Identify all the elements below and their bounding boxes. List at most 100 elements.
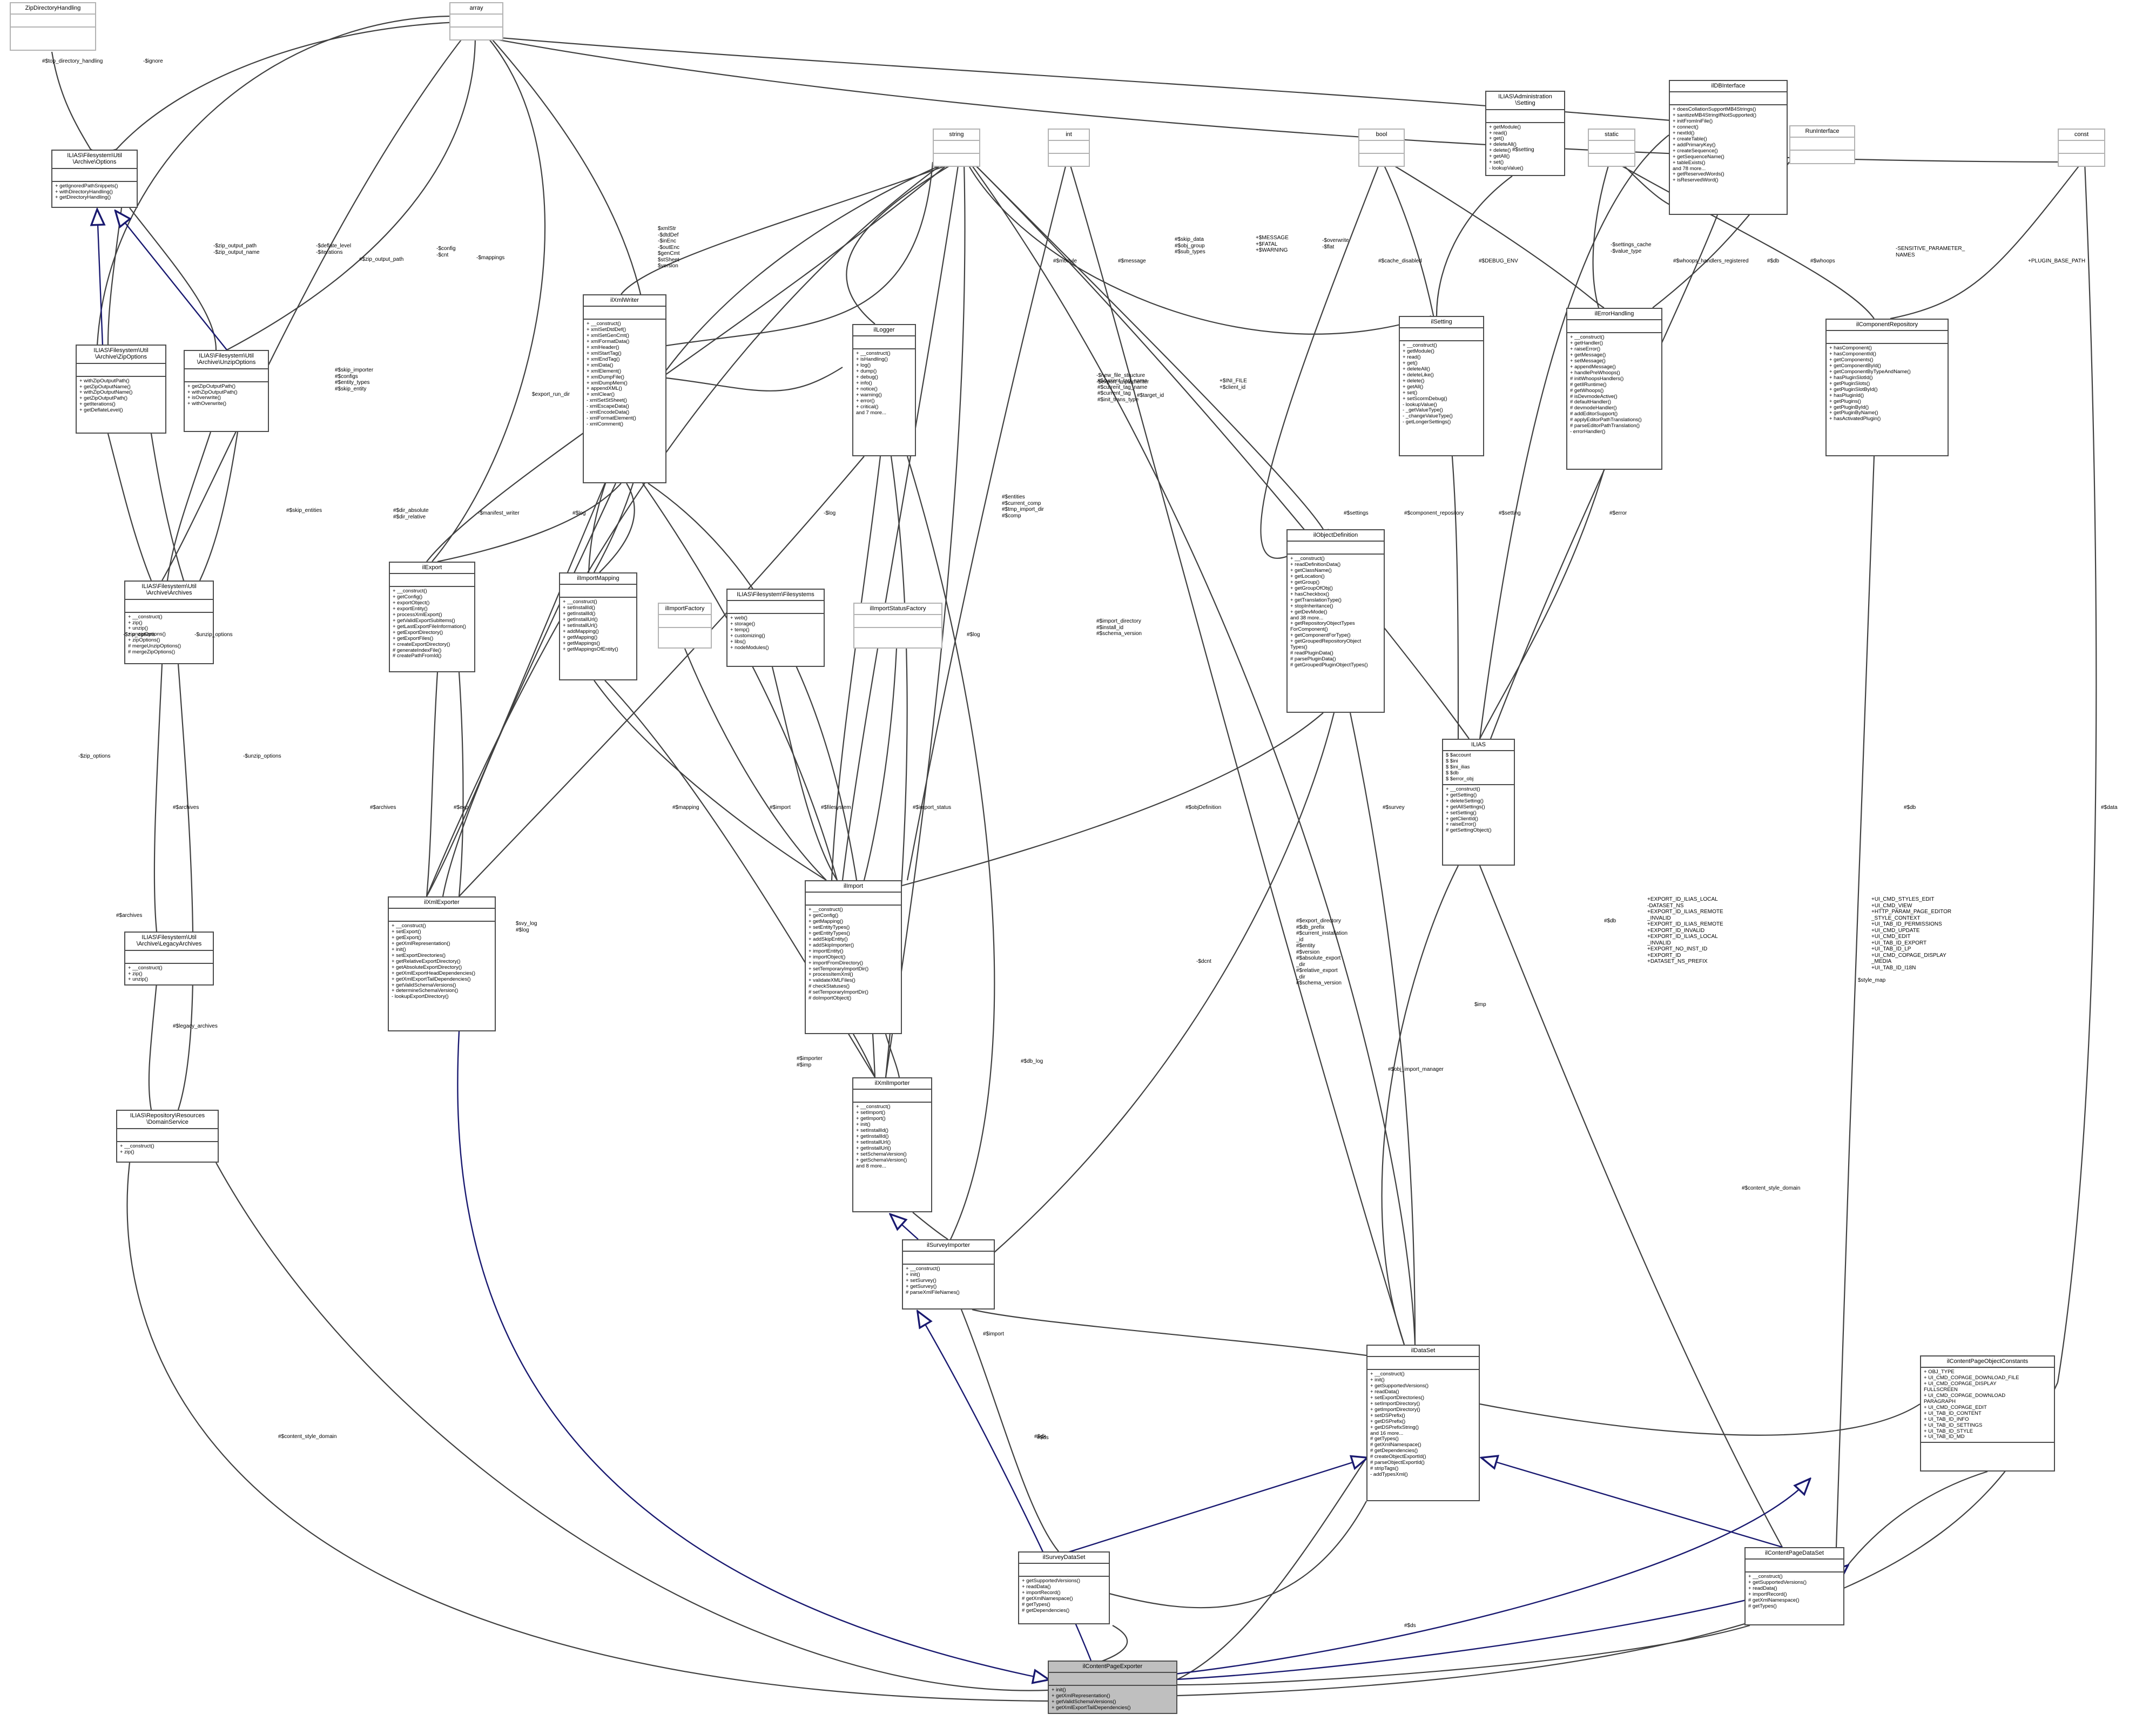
edge-label: #$exp	[454, 805, 469, 811]
operation-row: + customizing()	[730, 633, 765, 639]
edge-label: #$archives	[370, 805, 396, 811]
class-box-ilobjectdefinition[interactable]: ilObjectDefinition+ __construct()+ readD…	[1286, 529, 1385, 713]
operation-row: + getZipOutputName()	[79, 383, 131, 390]
edge-label: #$target_id	[1137, 393, 1164, 399]
edge-label: #$importer #$imp	[797, 1056, 823, 1068]
operation-row: # readPluginData()	[1290, 650, 1333, 657]
edge-label: #$export_directory #$db_prefix #$current…	[1296, 918, 1348, 986]
class-attributes	[806, 893, 901, 906]
operation-row: + withZipOutputName()	[79, 389, 133, 396]
operation-row: + getDSPrefixString()	[1370, 1424, 1419, 1430]
class-box-ilimportstatusfactory[interactable]: ilImportStatusFactory	[853, 603, 942, 649]
operation-row: + set()	[1489, 159, 1504, 166]
edge-label: #$setting	[1512, 147, 1534, 153]
class-box-ilcontentpageexporter[interactable]: ilContentPageExporter+ init()+ getXmlRep…	[1048, 1661, 1177, 1714]
class-box-string[interactable]: string	[933, 129, 980, 167]
operation-row: + getComponentByTypeAndName()	[1829, 369, 1911, 375]
class-box-archivearchives[interactable]: ILIAS\Filesystem\Util \Archive\Archives +…	[124, 581, 214, 664]
operation-row: + addSkipImporter()	[809, 942, 854, 948]
class-box-ilrepositorydomain[interactable]: ILIAS\Repository\Resources \DomainServic…	[116, 1110, 219, 1163]
operation-row: # getXmlNamespace()	[1370, 1442, 1421, 1448]
class-title: ILIAS\Filesystem\Util \Archive\Archives	[125, 582, 213, 600]
class-box-ilerrorhandling[interactable]: ilErrorHandling+ __construct()+ getHandl…	[1566, 308, 1662, 470]
class-box-static[interactable]: static	[1588, 129, 1635, 167]
class-box-zipdirhandling[interactable]: ZipDirectoryHandling	[10, 2, 96, 51]
operation-row: + __construct()	[128, 613, 163, 620]
operation-row: - xmlComment()	[587, 421, 624, 427]
class-attributes	[450, 15, 502, 28]
class-box-ilcomponentrepository[interactable]: ilComponentRepository+ hasComponent()+ h…	[1825, 319, 1949, 456]
class-box-ilxmlexporter[interactable]: ilXmlExporter+ __construct()+ setExport(…	[388, 896, 496, 1031]
class-attributes	[117, 1129, 218, 1142]
class-attributes	[854, 615, 941, 629]
class-box-ilsurveyimporter[interactable]: ilSurveyImporter+ __construct()+ init()+…	[902, 1239, 995, 1310]
operation-row: + __construct()	[856, 350, 891, 357]
class-operations	[1921, 1443, 2054, 1455]
class-box-int[interactable]: int	[1048, 129, 1090, 167]
operation-row: - lookupExportDirectory()	[392, 994, 449, 1000]
class-box-ildataset[interactable]: ilDataSet+ __construct()+ init()+ getSup…	[1366, 1345, 1480, 1501]
class-box-zipoptions[interactable]: ILIAS\Filesystem\Util \Archive\ZipOption…	[76, 345, 166, 434]
class-box-ilsettingadmin[interactable]: ILIAS\Administration \Setting+ getModule…	[1485, 91, 1565, 176]
operation-row: # parseEditorPathTranslation()	[1570, 423, 1640, 429]
class-title: ILIAS\Filesystem\Util \Archive\LegacyArc…	[125, 933, 213, 951]
class-box-unzipoptions[interactable]: ILIAS\Filesystem\Util \Archive\UnzipOpti…	[184, 350, 269, 432]
operation-row: + getDSPrefix()	[1370, 1418, 1406, 1425]
edge-label: #$dir_absolute #$dir_relative	[393, 508, 429, 520]
operation-row: + delete()	[1489, 147, 1511, 154]
operation-row: + getXmlExportTailDependencies()	[1052, 1705, 1131, 1711]
class-operations: + getSupportedVersions()+ readData()+ im…	[1019, 1577, 1109, 1616]
class-box-ilimportfactory[interactable]: ilImportFactory	[658, 603, 712, 649]
operation-row: and 7 more...	[856, 409, 886, 416]
class-operations: + hasComponent()+ hasComponentId()+ getC…	[1827, 344, 1948, 424]
class-box-ilimportmapping[interactable]: ilImportMapping+ __construct()+ setInsta…	[559, 572, 637, 680]
class-box-ildbinterface[interactable]: ilDBInterface+ doesCollationSupportMB4St…	[1669, 80, 1788, 215]
operation-row: + storage()	[730, 621, 756, 627]
operation-row: + isOverwrite()	[187, 395, 221, 401]
class-box-ilsurveydataset[interactable]: ilSurveyDataSet+ getSupportedVersions()+…	[1018, 1551, 1110, 1624]
class-box-ilias[interactable]: ILIAS$ $account$ $ini$ $ini_ilias$ $db$ …	[1442, 739, 1515, 866]
class-box-ilfilesystems[interactable]: ILIAS\Filesystem\Filesystems+ web()+ sto…	[726, 589, 825, 667]
class-box-ilcontentpageobjconst[interactable]: ilContentPageObjectConstants+ OBJ_TYPE+ …	[1920, 1355, 2055, 1472]
operation-row: + getImport()	[856, 1116, 886, 1122]
class-operations: + getIgnoredPathSnippets()+ withDirector…	[52, 182, 137, 203]
operation-row: + setSchemaVersion()	[856, 1151, 907, 1157]
operation-row: + __construct()	[128, 964, 163, 971]
operation-row: + sanitizeMB4StringIfNotSupported()	[1673, 112, 1756, 119]
class-operations: + __construct()+ setExport()+ getExport(…	[389, 922, 495, 1002]
edge-label: #$import	[983, 1331, 1004, 1337]
class-box-illogger[interactable]: ilLogger+ __construct()+ isHandling()+ l…	[852, 324, 916, 456]
class-box-ilxmlwriter[interactable]: ilXmlWriter+ __construct()+ xmlSetDtdDef…	[583, 294, 666, 483]
class-attributes	[903, 1252, 994, 1265]
operation-row: + read()	[1403, 354, 1421, 361]
class-box-ilsetting[interactable]: ilSetting+ __construct()+ getModule()+ r…	[1399, 316, 1484, 456]
operation-row: + getSurvey()	[906, 1284, 937, 1290]
operation-row: # applyEditorPathTranslations()	[1570, 417, 1642, 423]
operation-row: + getClassName()	[1290, 568, 1332, 574]
class-box-ilexport[interactable]: ilExport+ __construct()+ getConfig()+ ex…	[389, 562, 475, 672]
class-box-ilxmlimporter[interactable]: ilXmlImporter+ __construct()+ setImport(…	[852, 1077, 932, 1212]
edge-label: -$config -$cnt	[436, 246, 456, 258]
class-box-ilarchivelegacy[interactable]: ILIAS\Filesystem\Util \Archive\LegacyArc…	[124, 932, 214, 986]
class-operations: + getModule()+ read()+ get()+ deleteAll(…	[1486, 123, 1564, 173]
operation-row: + zipOptions()	[128, 637, 160, 644]
operation-row: + xmlDumpFile()	[587, 374, 624, 380]
class-box-array[interactable]: array	[449, 2, 503, 41]
class-box-const[interactable]: const	[2058, 129, 2105, 167]
class-box-runinterface[interactable]: RunInterface	[1789, 125, 1855, 164]
operation-row: + hasActivatedPlugin()	[1829, 416, 1881, 422]
class-attributes	[853, 1090, 931, 1103]
operation-row: # doImportObject()	[809, 995, 852, 1002]
operation-row: + withZipOutputPath()	[187, 389, 238, 395]
class-box-ilcontentpagedataset[interactable]: ilContentPageDataSet+ __construct()+ get…	[1744, 1547, 1844, 1625]
class-title: ILIAS\Filesystem\Util \Archive\UnzipOpti…	[185, 351, 268, 369]
class-box-bool[interactable]: bool	[1358, 129, 1405, 167]
operation-row: + getModule()	[1489, 124, 1521, 130]
edge-label: #$whoops	[1810, 258, 1835, 264]
operation-row: + __construct()	[587, 321, 621, 327]
class-box-archiveoptions[interactable]: ILIAS\Filesystem\Util \Archive\Options+ …	[51, 150, 138, 208]
edge-label: #$log	[572, 510, 586, 516]
class-box-ilimport[interactable]: ilImport+ __construct()+ getConfig()+ ge…	[805, 880, 902, 1034]
attribute-row: + UI_CMD_COPAGE_EDIT	[1924, 1404, 1987, 1410]
